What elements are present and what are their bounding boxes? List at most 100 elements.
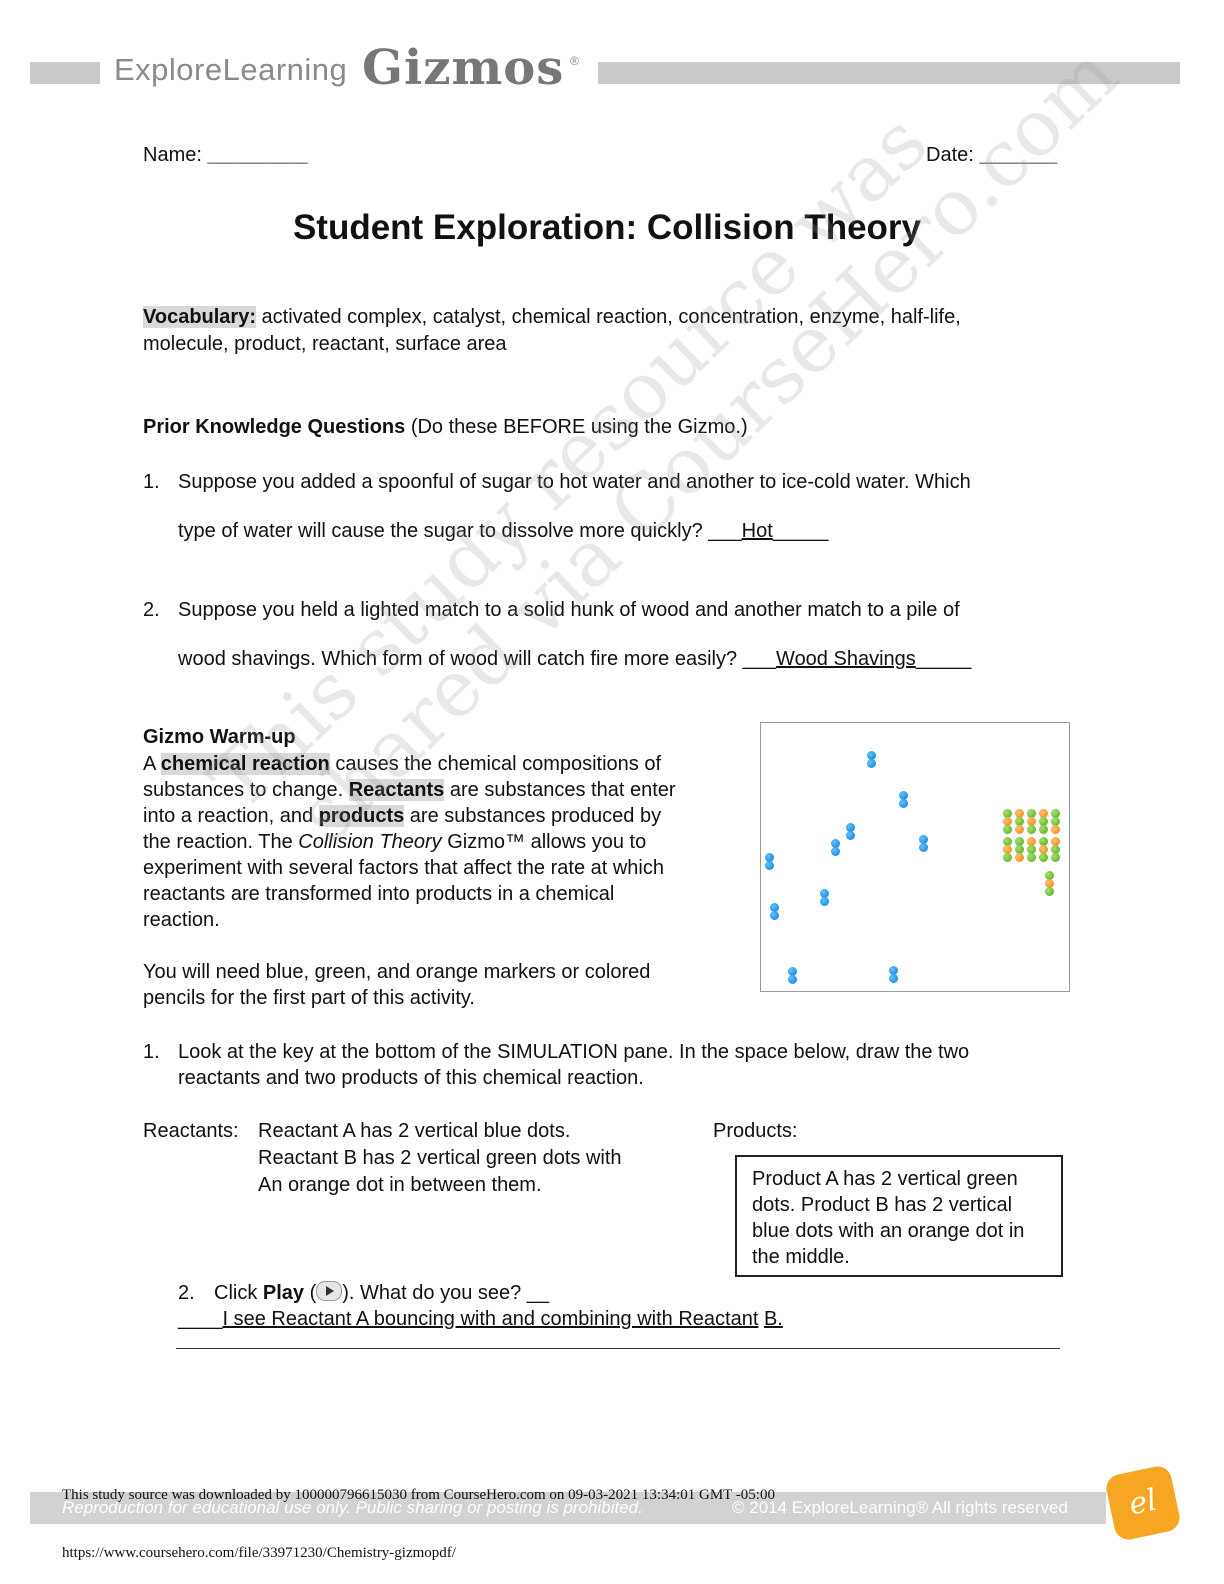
- vocabulary-line-1: Vocabulary: activated complex, catalyst,…: [143, 304, 961, 330]
- reactant-b-molecule: [1051, 837, 1060, 862]
- warmup-p1-line-3: into a reaction, and products are substa…: [143, 803, 661, 829]
- prior-q2-line-1: Suppose you held a lighted match to a so…: [178, 599, 960, 621]
- prior-q1-number: 1.: [143, 471, 160, 493]
- warmup-text: substances to change.: [143, 779, 349, 801]
- warmup-text: Gizmo™ allows you to: [441, 831, 647, 853]
- reactant-a-molecule: [788, 967, 797, 984]
- warmup-p2-line-2: pencils for the first part of this activ…: [143, 987, 475, 1009]
- prior-q1-answer[interactable]: Hot: [741, 520, 773, 542]
- prior-q2-line-2: wood shavings. Which form of wood will c…: [178, 646, 971, 672]
- warmup-p1-line-1: A chemical reaction causes the chemical …: [143, 751, 661, 777]
- warmup-p1-line-6: reactants are transformed into products …: [143, 883, 615, 905]
- warmup-p2-line-1: You will need blue, green, and orange ma…: [143, 961, 651, 983]
- warmup-q2-answer-end[interactable]: B.: [763, 1308, 783, 1330]
- products-answer-line: the middle.: [752, 1246, 850, 1268]
- reactants-answer-line-2[interactable]: Reactant B has 2 vertical green dots wit…: [258, 1147, 622, 1169]
- prior-q2-answer[interactable]: Wood Shavings: [776, 648, 916, 670]
- watermark-line-1: This study resource was: [192, 97, 945, 828]
- warmup-q2-answer-line: ____I see Reactant A bouncing with and c…: [178, 1306, 783, 1332]
- prior-q1-line-2: type of water will cause the sugar to di…: [178, 518, 828, 544]
- prior-heading-text: Prior Knowledge Questions: [143, 416, 406, 438]
- reactants-label: Reactants:: [143, 1120, 239, 1142]
- prior-q1-line-1: Suppose you added a spoonful of sugar to…: [178, 471, 971, 493]
- vocabulary-terms-1: activated complex, catalyst, chemical re…: [256, 306, 961, 328]
- warmup-q2-prompt: Click Play ( ). What do you see? __: [214, 1280, 549, 1306]
- play-icon: [316, 1281, 343, 1301]
- vocabulary-label: Vocabulary:: [143, 306, 256, 328]
- warmup-q1-line-2: reactants and two products of this chemi…: [178, 1067, 644, 1089]
- prior-q2-tail: _____: [915, 648, 972, 670]
- products-answer-box[interactable]: Product A has 2 vertical green dots. Pro…: [735, 1155, 1063, 1277]
- warmup-q2-text: Click: [214, 1282, 263, 1304]
- products-answer-line: blue dots with an orange dot in: [752, 1220, 1025, 1242]
- reactant-b-molecule: [1027, 809, 1036, 834]
- warmup-q1-number: 1.: [143, 1041, 160, 1063]
- reactant-a-molecule: [831, 839, 840, 856]
- header-bar-right: [598, 62, 1180, 84]
- reactant-b-molecule: [1039, 809, 1048, 834]
- reactants-answer-line-1[interactable]: Reactant A has 2 vertical blue dots.: [258, 1120, 571, 1142]
- warmup-p1-line-5: experiment with several factors that aff…: [143, 857, 664, 879]
- reactants-answer-line-3[interactable]: An orange dot in between them.: [258, 1174, 542, 1196]
- footer-bar: [30, 1492, 1106, 1524]
- reactant-a-molecule: [820, 889, 829, 906]
- term-products: products: [318, 805, 405, 827]
- prior-q1-tail: _____: [772, 520, 829, 542]
- warmup-text: causes the chemical compositions of: [329, 753, 662, 775]
- answer-lead: ____: [178, 1308, 223, 1330]
- reactant-a-molecule: [846, 823, 855, 840]
- prior-q1-prompt: type of water will cause the sugar to di…: [178, 520, 742, 542]
- warmup-text: are substances produced by: [404, 805, 662, 827]
- warmup-q2-answer[interactable]: I see Reactant A bouncing with and combi…: [222, 1308, 759, 1330]
- term-chemical-reaction: chemical reaction: [160, 753, 330, 775]
- header-bar-left: [30, 62, 100, 84]
- reactant-a-molecule: [889, 966, 898, 983]
- date-blank[interactable]: _______: [979, 144, 1058, 166]
- warmup-text: A: [143, 753, 161, 775]
- warmup-q2-text: ). What do you see? __: [342, 1282, 550, 1304]
- brand-registered-mark: ®: [570, 54, 579, 68]
- explorelearning-logo-icon: el: [1103, 1463, 1183, 1543]
- answer-blank-line: [176, 1348, 1060, 1349]
- warmup-p1-line-2: substances to change. Reactants are subs…: [143, 777, 676, 803]
- warmup-q1-line-1: Look at the key at the bottom of the SIM…: [178, 1041, 970, 1063]
- date-field: Date: _______: [926, 142, 1057, 168]
- footer-copyright: © 2014 ExploreLearning® All rights reser…: [732, 1498, 1068, 1517]
- play-word: Play: [262, 1282, 305, 1304]
- reactant-a-molecule: [867, 751, 876, 768]
- warmup-heading: Gizmo Warm-up: [143, 726, 296, 748]
- warmup-text: are substances that enter: [444, 779, 676, 801]
- source-url[interactable]: https://www.coursehero.com/file/33971230…: [62, 1545, 456, 1561]
- warmup-p1-line-7: reaction.: [143, 909, 220, 931]
- gizmo-name: Collision Theory: [298, 831, 442, 853]
- products-answer-line: dots. Product B has 2 vertical: [752, 1194, 1013, 1216]
- reactant-b-molecule: [1015, 837, 1024, 862]
- download-source-note: This study source was downloaded by 1000…: [62, 1487, 775, 1503]
- brand-gizmos: Gizmos: [362, 40, 565, 96]
- name-field: Name: _________: [143, 142, 308, 168]
- prior-q2-number: 2.: [143, 599, 160, 621]
- reactant-b-molecule: [1039, 837, 1048, 862]
- prior-knowledge-heading: Prior Knowledge Questions (Do these BEFO…: [143, 414, 748, 440]
- date-label: Date:: [926, 144, 974, 166]
- brand-name: ExploreLearning: [114, 52, 348, 87]
- reactant-a-molecule: [770, 903, 779, 920]
- reactant-b-molecule: [1015, 809, 1024, 834]
- prior-q2-prompt: wood shavings. Which form of wood will c…: [178, 648, 777, 670]
- reactant-b-molecule: [1045, 871, 1054, 896]
- vocabulary-line-2: molecule, product, reactant, surface are…: [143, 333, 507, 355]
- warmup-q2-number: 2.: [178, 1282, 195, 1304]
- name-blank[interactable]: _________: [207, 144, 308, 166]
- reactant-b-molecule: [1003, 809, 1012, 834]
- reactant-b-molecule: [1051, 809, 1060, 834]
- products-label: Products:: [713, 1120, 798, 1142]
- reactant-a-molecule: [919, 835, 928, 852]
- footer-reproduction-note: Reproduction for educational use only. P…: [62, 1498, 643, 1517]
- reactant-b-molecule: [1027, 837, 1036, 862]
- term-reactants: Reactants: [348, 779, 445, 801]
- prior-heading-note: (Do these BEFORE using the Gizmo.): [405, 416, 748, 438]
- warmup-q2-text: (: [304, 1282, 317, 1304]
- reactant-a-molecule: [899, 791, 908, 808]
- warmup-text: into a reaction, and: [143, 805, 319, 827]
- page-title: Student Exploration: Collision Theory: [292, 208, 922, 247]
